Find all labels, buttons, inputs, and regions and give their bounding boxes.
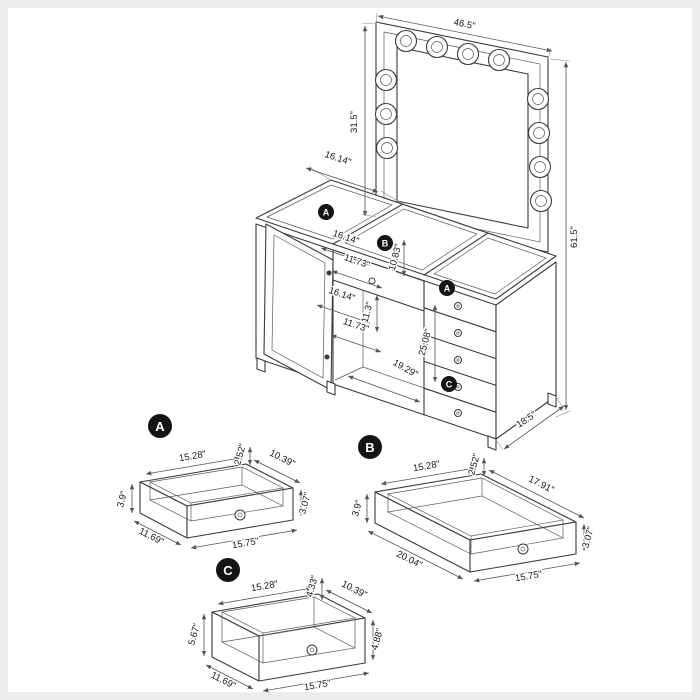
drawer-knob-icon [517, 543, 529, 555]
drawer-knob-icon [454, 409, 462, 417]
vanity-legs [256, 357, 557, 451]
dim-b-inner-width: 15.28" [412, 459, 441, 475]
badge-letter: C [446, 380, 453, 390]
dim-c-side-height: 4.88" [369, 627, 385, 651]
drawer-c-badge: C [216, 558, 240, 582]
drawer-knob-icon [368, 277, 376, 285]
bulb-icon [374, 68, 398, 92]
dim-b-side-height: 3.07" [580, 525, 596, 549]
dim-mirror-width: 46.5" [453, 17, 477, 32]
drawer-a-box [139, 463, 294, 539]
badge-a-stack-top: A [439, 280, 455, 296]
dim-b-front-height: 3.9" [350, 499, 365, 518]
dim-mirror-height: 31.5" [349, 111, 360, 133]
dim-overall-height: 61.5" [569, 226, 580, 248]
badge-letter: B [365, 440, 374, 455]
drawer-a-dimension-labels: 15.28" 10.39" 2.52" 3.9" 3.07" 11.69" 15… [114, 441, 315, 553]
drawer-b-dimension-lines [364, 458, 587, 583]
dim-c-outer-depth: 11.69" [209, 670, 238, 692]
drawer-b-detail: B 15.28" 17.91" 2.52" 3.9" [349, 435, 598, 586]
dim-b-inner-depth: 17.91" [527, 474, 556, 496]
dim-a-outer-depth: 11.69" [137, 526, 166, 548]
drawer-a-detail: A 15.28" 10.39" 2.52" 3.9" [114, 414, 315, 553]
hinge-icon [326, 270, 332, 276]
bulb-icon [528, 155, 552, 179]
dim-b-inner-height: 2.52" [466, 452, 482, 476]
mirror-frame [375, 21, 549, 253]
dim-c-front-height: 5.67" [186, 622, 202, 646]
dim-a-inner-width: 15.28" [178, 449, 207, 465]
drawer-b-dimension-labels: 15.28" 17.91" 2.52" 3.9" 3.07" 20.04" 15… [349, 451, 598, 586]
dim-b-outer-width: 15.75" [514, 569, 543, 585]
badge-c-stack-bottom: C [441, 376, 457, 392]
bulb-icon [487, 48, 511, 72]
bulb-icon [529, 189, 553, 213]
main-unit-badges: A B A C [318, 204, 457, 392]
badge-letter: C [223, 563, 233, 578]
drawer-knob-icon [454, 329, 462, 337]
dim-a-inner-depth: 10.39" [268, 448, 297, 470]
badge-letter: A [444, 284, 451, 294]
dim-c-inner-width: 15.28" [250, 579, 279, 595]
main-vanity-drawing: 46.5" 31.5" 16.14" 61.5" 18.5" 16.14" 11… [255, 12, 581, 451]
dim-a-outer-width: 15.75" [231, 536, 260, 552]
bulb-icon [456, 42, 480, 66]
main-dimension-lines [305, 14, 569, 450]
extension-lines [308, 12, 571, 451]
bulb-icon [374, 102, 398, 126]
dim-a-side-height: 3.07" [297, 491, 313, 515]
drawer-a-dimension-lines [129, 447, 304, 550]
dim-a-inner-height: 2.52" [232, 442, 248, 466]
drawer-a-badge: A [148, 414, 172, 438]
dim-a-front-height: 3.9" [115, 490, 130, 509]
drawer-c-box [211, 593, 366, 682]
bulb-icon [394, 29, 418, 53]
drawer-knob-icon [454, 302, 462, 310]
drawer-knob-icon [454, 356, 462, 364]
badge-b-center-drawer: B [377, 235, 393, 251]
bulb-icon [425, 35, 449, 59]
dim-top-section-width: 16.14" [323, 149, 352, 168]
drawer-b-badge: B [358, 435, 382, 459]
drawer-knob-icon [306, 644, 318, 656]
drawer-c-detail: C 15.28" 10.39" 4.33" 5.67" [185, 558, 387, 695]
dim-c-outer-width: 15.75" [303, 678, 332, 694]
drawer-c-dimension-lines [201, 578, 376, 693]
badge-a-top-left: A [318, 204, 334, 220]
hinge-icon [324, 354, 330, 360]
drawer-knob-icon [234, 509, 246, 521]
badge-letter: A [155, 419, 165, 434]
bulb-icon [527, 121, 551, 145]
badge-letter: A [323, 208, 330, 218]
bulb-icon [526, 87, 550, 111]
dim-c-inner-depth: 10.39" [340, 579, 369, 601]
badge-letter: B [382, 239, 389, 249]
bulb-icon [375, 136, 399, 160]
